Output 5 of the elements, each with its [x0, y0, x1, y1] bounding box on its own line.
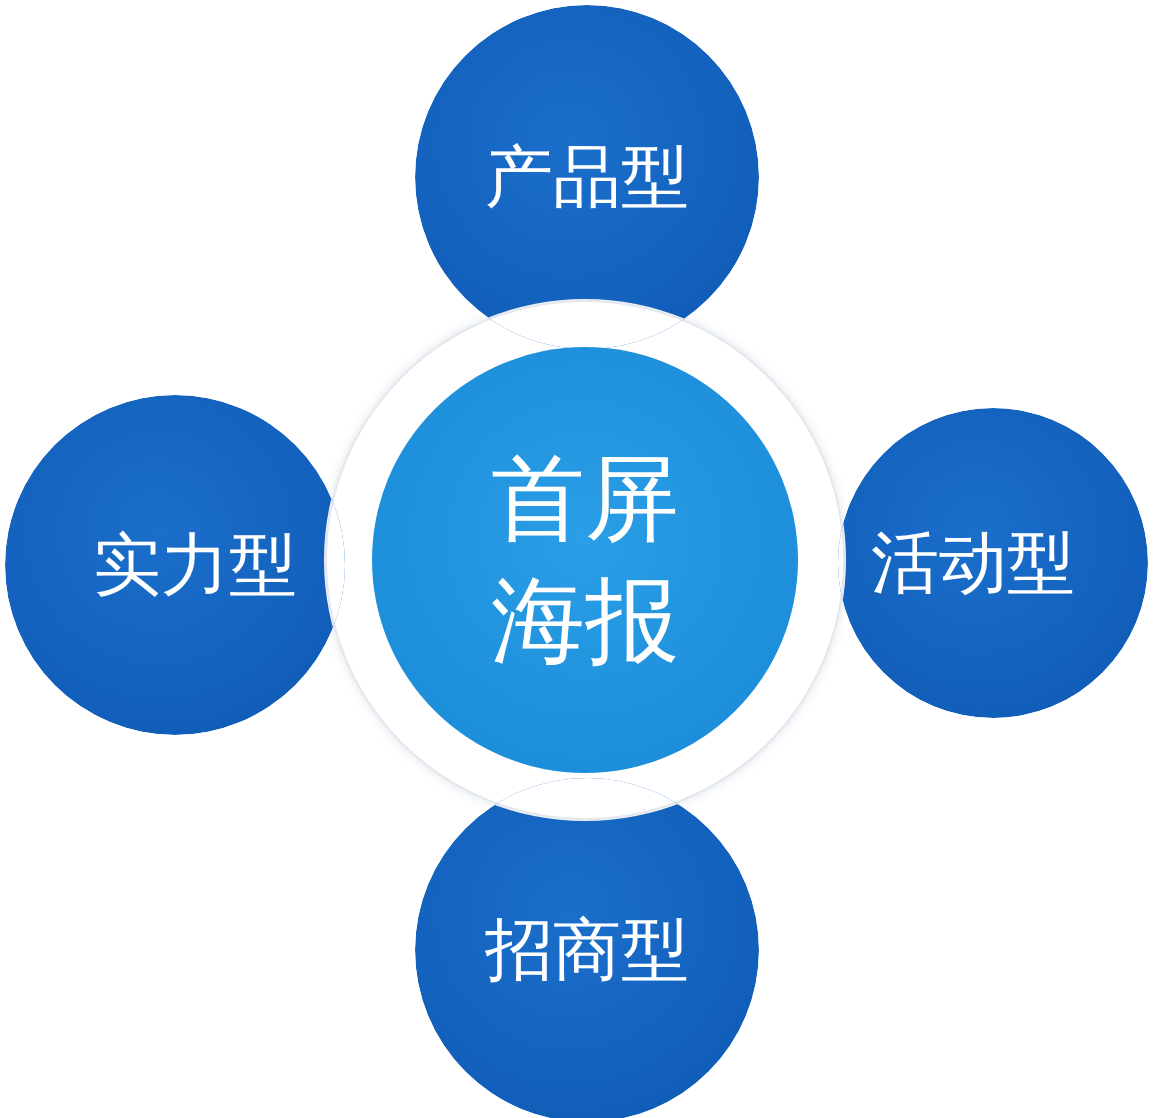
circle-label: 首屏海报 — [491, 442, 679, 677]
circle-label: 产品型 — [485, 139, 689, 215]
circle-label: 招商型 — [485, 912, 689, 988]
circle-label: 实力型 — [93, 527, 297, 603]
circle-label: 活动型 — [871, 525, 1075, 601]
